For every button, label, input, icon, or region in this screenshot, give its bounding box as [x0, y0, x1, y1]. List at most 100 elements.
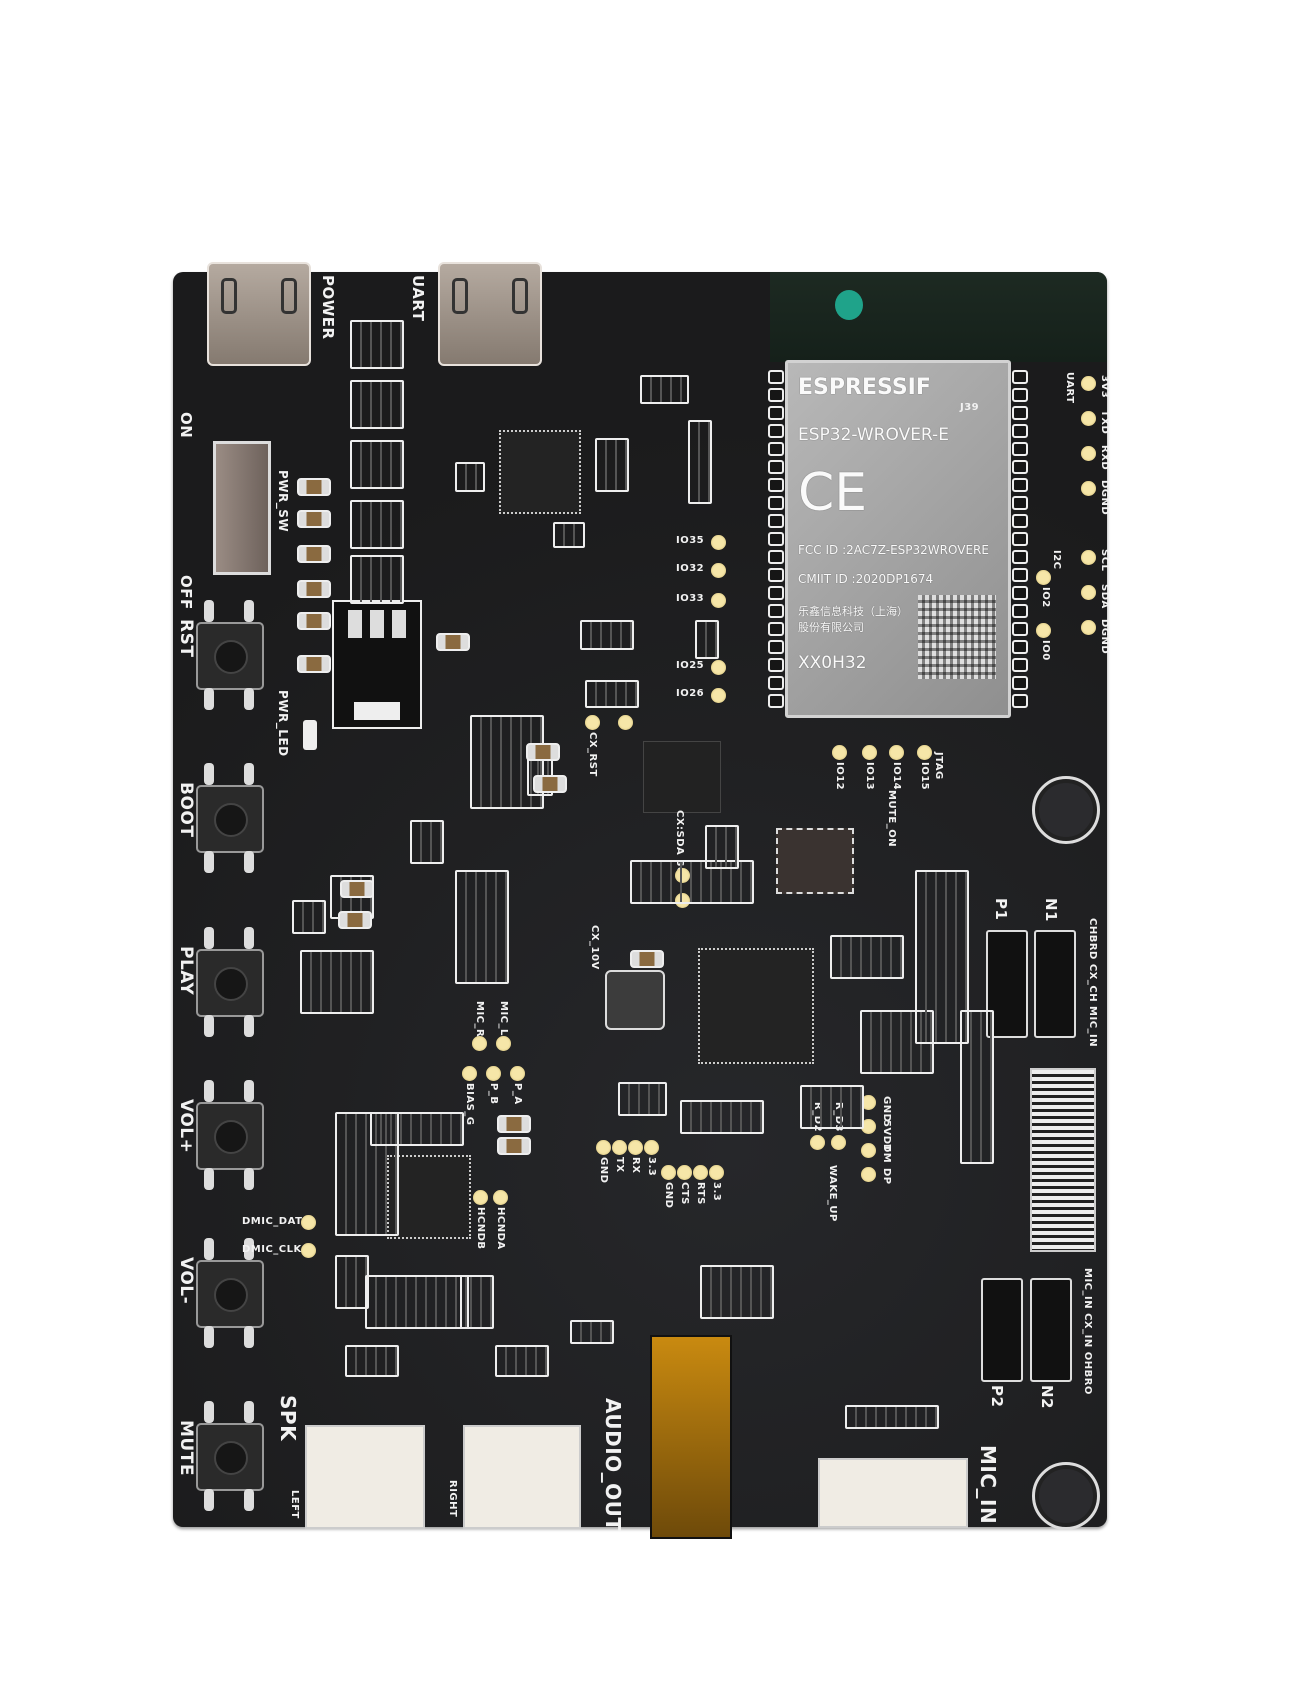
smd-footprint [960, 1010, 994, 1164]
pad-label: HCNDB [475, 1207, 486, 1250]
jumper-p2[interactable] [981, 1278, 1023, 1382]
pad-label: TX [614, 1157, 625, 1173]
smd-resistor [340, 880, 374, 898]
button-label: VOL- [176, 1257, 196, 1305]
test-pad [301, 1243, 316, 1258]
audio-codec-chip [698, 948, 814, 1064]
module-pin [768, 676, 784, 690]
n2-label: N2 [1038, 1385, 1056, 1409]
pad-label: MIC_R [474, 1001, 485, 1038]
pad-label: IO32 [676, 563, 705, 574]
smd-footprint [595, 438, 629, 492]
smd-resistor [497, 1115, 531, 1133]
smd-resistor [630, 950, 664, 968]
module-pin [1012, 406, 1028, 420]
pad-label: IO0 [1040, 640, 1051, 661]
pad-label: CTS [679, 1182, 690, 1205]
module-pin [768, 460, 784, 474]
p2-label: P2 [988, 1385, 1006, 1408]
module-pin [768, 424, 784, 438]
test-pad [661, 1165, 676, 1180]
module-pin [768, 694, 784, 708]
power-usb-connector[interactable] [207, 262, 311, 366]
button-mute[interactable] [196, 1401, 264, 1511]
test-pad [693, 1165, 708, 1180]
module-pin [768, 568, 784, 582]
module-pin [768, 532, 784, 546]
esp32-wrover-module: ESPRESSIF ESP32-WROVER-E CE FCC ID :2AC7… [785, 360, 1011, 718]
mic-in-connector[interactable] [818, 1458, 968, 1528]
crystal-oscillator [776, 828, 854, 894]
smd-resistor [338, 911, 372, 929]
power-switch[interactable] [213, 441, 271, 575]
button-label: BOOT [176, 782, 196, 838]
module-pin [768, 496, 784, 510]
module-pin [768, 622, 784, 636]
test-pad [861, 1095, 876, 1110]
module-pin [1012, 424, 1028, 438]
test-pad [1081, 620, 1096, 635]
smd-footprint [680, 1100, 764, 1134]
pad-label: IO35 [676, 535, 705, 546]
audio-out-jack[interactable] [650, 1335, 732, 1539]
module-pin [1012, 370, 1028, 384]
test-pad [677, 1165, 692, 1180]
smd-footprint [350, 555, 404, 604]
button-vol-minus[interactable] [196, 1238, 264, 1348]
mounting-hole-bottom [1032, 1462, 1100, 1530]
smd-footprint [695, 620, 719, 659]
smd-footprint [700, 1265, 774, 1319]
smd-footprint [553, 522, 585, 548]
smd-footprint [585, 680, 639, 708]
pad-label: IO25 [676, 660, 705, 671]
pad-label: DP [881, 1168, 892, 1185]
speaker-right-connector[interactable] [463, 1425, 581, 1529]
pad-label: IO15 [919, 762, 930, 791]
smd-footprint [640, 375, 689, 404]
speaker-left-connector[interactable] [305, 1425, 425, 1529]
smd-footprint [350, 440, 404, 489]
button-play[interactable] [196, 927, 264, 1037]
pad-label: RXD [1099, 445, 1110, 471]
test-pad [1081, 585, 1096, 600]
smd-footprint [845, 1405, 939, 1429]
module-pin [768, 442, 784, 456]
test-pad [1081, 550, 1096, 565]
pad-label: MIC_L [498, 1001, 509, 1036]
module-pin [768, 388, 784, 402]
pad-label: GND [663, 1182, 674, 1209]
uart-usb-connector[interactable] [438, 262, 542, 366]
module-pin [768, 586, 784, 600]
pad-label: IO14 [891, 762, 902, 791]
button-rst[interactable] [196, 600, 264, 710]
pad-label: BIAS_G [464, 1083, 475, 1126]
button-boot[interactable] [196, 763, 264, 873]
i2c-header-title: I2C [1051, 550, 1062, 570]
pad-label: DMIC_CLK [242, 1244, 302, 1255]
smd-footprint [570, 1320, 614, 1344]
module-pin [1012, 622, 1028, 636]
test-pad [711, 563, 726, 578]
test-pad [1036, 570, 1051, 585]
module-pin [768, 550, 784, 564]
jumper-n2[interactable] [1030, 1278, 1072, 1382]
espressif-logo: ESPRESSIF [798, 375, 931, 400]
test-pad [472, 1036, 487, 1051]
test-pad [618, 715, 633, 730]
jumper-n1[interactable] [1034, 930, 1076, 1038]
datamatrix-code [918, 595, 996, 679]
test-pad [862, 745, 877, 760]
button-vol-plus[interactable] [196, 1080, 264, 1190]
module-pin [1012, 586, 1028, 600]
wake-up-label: WAKE_UP [827, 1165, 838, 1222]
voltage-regulator [332, 600, 422, 729]
pad-label: DGND [1099, 480, 1110, 516]
test-pad [1081, 446, 1096, 461]
test-pad [473, 1190, 488, 1205]
module-pin [1012, 496, 1028, 510]
fpc-connector[interactable] [1030, 1068, 1096, 1252]
module-pin [1012, 514, 1028, 528]
smd-footprint [350, 380, 404, 429]
module-pin [1012, 694, 1028, 708]
test-pad [861, 1143, 876, 1158]
